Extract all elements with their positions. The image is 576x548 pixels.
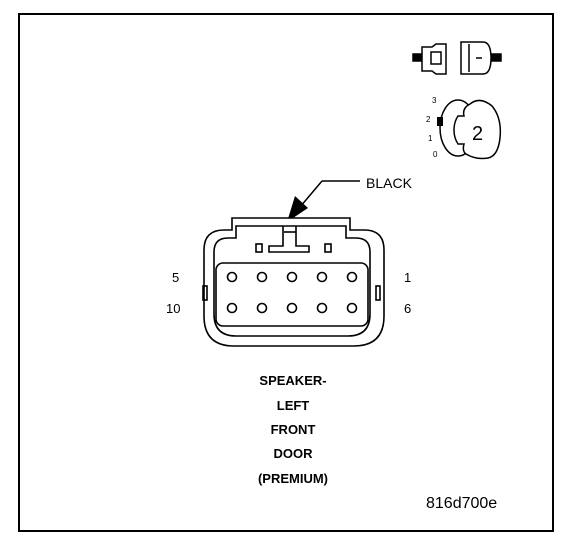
figure-code: 816d700e bbox=[426, 495, 498, 512]
connector-icon-number: 2 bbox=[472, 123, 483, 145]
color-leader bbox=[287, 180, 360, 222]
numbered-connector-icon: 2 bbox=[437, 99, 502, 160]
pin-cavity bbox=[316, 302, 328, 314]
caption-line-3: FRONT bbox=[270, 422, 316, 437]
scale-marks: 3 2 1 0 bbox=[426, 96, 438, 159]
pin-cavity bbox=[316, 271, 328, 283]
pin-cavity bbox=[226, 271, 238, 283]
cavity-number-top-left: 5 bbox=[172, 270, 180, 285]
scale-mark-0: 0 bbox=[433, 150, 438, 159]
pin-field bbox=[226, 271, 358, 314]
connector-pair-icon bbox=[412, 41, 502, 75]
diagram-frame bbox=[18, 13, 554, 532]
caption-line-5: (PREMIUM) bbox=[257, 471, 329, 486]
wire-color-label: BLACK bbox=[366, 175, 412, 191]
pin-cavity bbox=[286, 302, 298, 314]
scale-mark-2: 2 bbox=[426, 115, 431, 124]
caption-line-2: LEFT bbox=[276, 398, 310, 413]
pin-cavity bbox=[256, 271, 268, 283]
cavity-number-bottom-left: 10 bbox=[166, 301, 181, 316]
pin-cavity bbox=[346, 271, 358, 283]
caption-line-4: DOOR bbox=[273, 446, 313, 461]
caption-line-1: SPEAKER- bbox=[259, 373, 327, 388]
cavity-number-top-right: 1 bbox=[404, 270, 412, 285]
cavity-number-bottom-right: 6 bbox=[404, 301, 412, 316]
scale-mark-1: 1 bbox=[428, 134, 433, 143]
connector-body bbox=[202, 217, 385, 347]
scale-mark-3: 3 bbox=[432, 96, 437, 105]
pin-cavity bbox=[286, 271, 298, 283]
pin-cavity bbox=[346, 302, 358, 314]
pin-cavity bbox=[256, 302, 268, 314]
pin-cavity bbox=[226, 302, 238, 314]
